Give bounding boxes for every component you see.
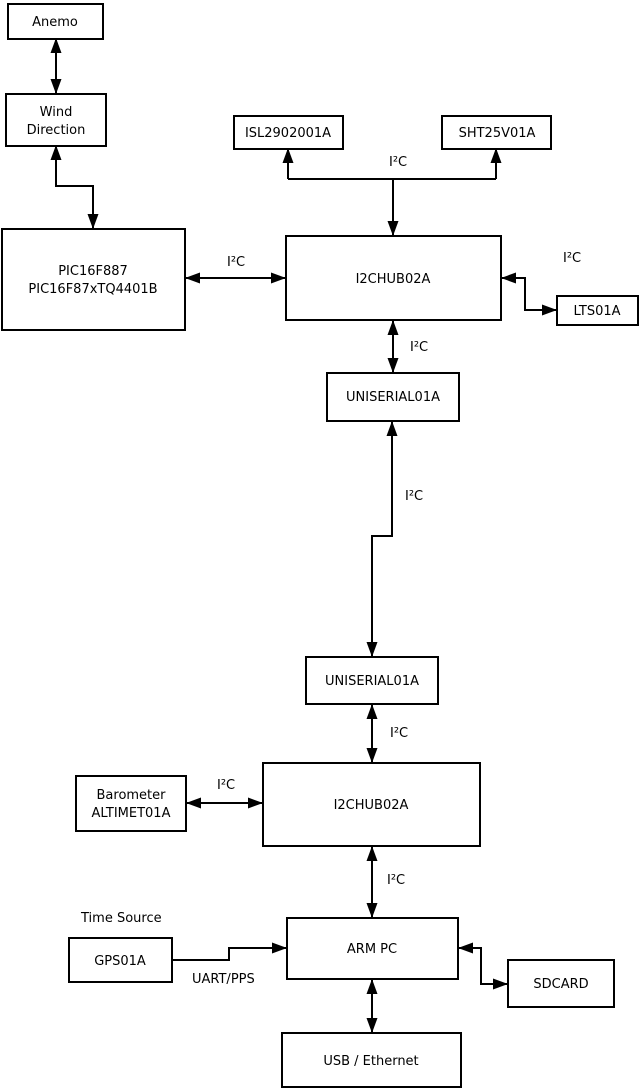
label-i2c-pic-hub1: I²C <box>227 255 245 270</box>
node-barometer-label-line2: ALTIMET01A <box>92 806 171 821</box>
node-pic16f887-box <box>1 228 186 331</box>
label-i2c-uniserial2-hub2: I²C <box>390 726 408 741</box>
node-sdcard: SDCARD <box>507 959 615 1008</box>
node-barometer-label-line1: Barometer <box>97 788 167 803</box>
node-pic16f887: PIC16F887 PIC16F87xTQ4401B <box>1 228 186 331</box>
node-uniserial01a-bottom: UNISERIAL01A <box>305 656 439 705</box>
connectors <box>50 38 557 1033</box>
node-wind-direction-box <box>5 93 107 147</box>
node-wind-direction-label-line1: Wind <box>40 105 73 120</box>
node-lts01a: LTS01A <box>556 295 639 326</box>
node-lts01a-box <box>556 295 639 326</box>
node-usb-ethernet-label: USB / Ethernet <box>323 1054 418 1069</box>
node-i2chub02a-bottom-label: I2CHUB02A <box>334 798 409 813</box>
edge-labels: I²C I²C I²C I²C I²C I²C I²C I²C Time Sou… <box>80 155 581 987</box>
label-i2c-sensors-bus: I²C <box>389 155 407 170</box>
label-time-source: Time Source <box>80 911 162 926</box>
node-barometer-box <box>75 775 187 832</box>
edge-wind-pic <box>50 145 99 229</box>
node-lts01a-label: LTS01A <box>573 304 620 319</box>
node-uniserial01a-top-label: UNISERIAL01A <box>346 390 440 405</box>
node-sdcard-box <box>507 959 615 1008</box>
node-i2chub02a-bottom-box <box>262 762 481 847</box>
edge-hub1-lts <box>501 272 557 316</box>
node-sht25v01a-box <box>441 115 552 150</box>
node-uniserial01a-bottom-label: UNISERIAL01A <box>325 674 419 689</box>
node-arm-pc-label: ARM PC <box>347 942 397 957</box>
node-sht25v01a: SHT25V01A <box>441 115 552 150</box>
nodes: Anemo Wind Direction PIC16F887 PIC16F87x… <box>1 3 639 1088</box>
node-gps01a-label: GPS01A <box>94 954 146 969</box>
edge-armpc-sdcard <box>458 942 508 990</box>
node-i2chub02a-bottom: I2CHUB02A <box>262 762 481 847</box>
node-gps01a-box <box>68 937 173 983</box>
node-anemo: Anemo <box>7 3 104 40</box>
node-i2chub02a-top-label: I2CHUB02A <box>356 272 431 287</box>
node-arm-pc: ARM PC <box>286 917 459 980</box>
node-usb-ethernet-box <box>281 1032 462 1088</box>
node-anemo-label: Anemo <box>32 15 78 30</box>
label-i2c-hub1-uniserial1: I²C <box>410 340 428 355</box>
node-i2chub02a-top: I2CHUB02A <box>285 235 502 321</box>
node-isl2902001a-label: ISL2902001A <box>245 126 331 141</box>
label-i2c-hub1-lts: I²C <box>563 251 581 266</box>
node-isl2902001a-box <box>233 115 344 150</box>
node-uniserial01a-top-box <box>326 372 460 422</box>
node-gps01a: GPS01A <box>68 937 173 983</box>
node-anemo-box <box>7 3 104 40</box>
node-sht25v01a-label: SHT25V01A <box>459 126 536 141</box>
node-uniserial01a-bottom-box <box>305 656 439 705</box>
node-pic16f887-label-line2: PIC16F87xTQ4401B <box>28 282 157 297</box>
node-arm-pc-box <box>286 917 459 980</box>
node-isl2902001a: ISL2902001A <box>233 115 344 150</box>
node-uniserial01a-top: UNISERIAL01A <box>326 372 460 422</box>
edge-uniserial1-uniserial2 <box>366 421 398 657</box>
node-barometer: Barometer ALTIMET01A <box>75 775 187 832</box>
node-sdcard-label: SDCARD <box>533 977 588 992</box>
node-i2chub02a-top-box <box>285 235 502 321</box>
edge-gps-armpc <box>173 942 287 961</box>
label-i2c-barometer-hub2: I²C <box>217 778 235 793</box>
label-i2c-uniserial-link: I²C <box>405 489 423 504</box>
node-usb-ethernet: USB / Ethernet <box>281 1032 462 1088</box>
node-pic16f887-label-line1: PIC16F887 <box>58 264 128 279</box>
label-i2c-hub2-armpc: I²C <box>387 873 405 888</box>
node-wind-direction-label-line2: Direction <box>27 123 86 138</box>
node-wind-direction: Wind Direction <box>5 93 107 147</box>
label-uart-pps: UART/PPS <box>192 972 255 987</box>
